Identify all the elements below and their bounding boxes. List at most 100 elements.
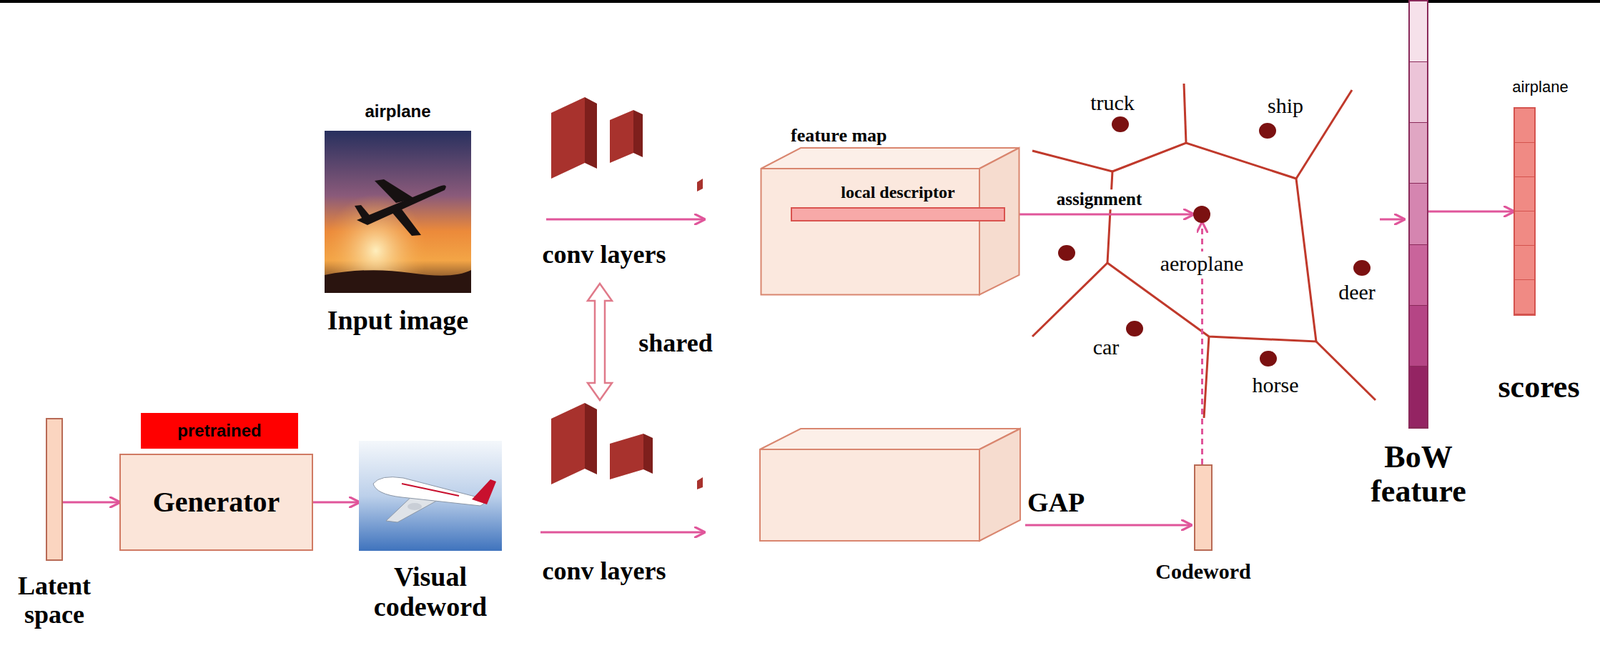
bar-segment xyxy=(1409,366,1427,428)
bar-segment xyxy=(1514,142,1535,178)
sunset-photo xyxy=(324,130,472,294)
voronoi-edge xyxy=(1032,263,1108,337)
diagram-label: ship xyxy=(1267,93,1304,118)
bar-segment xyxy=(1514,177,1535,212)
node-text: Input image xyxy=(327,305,469,337)
connector xyxy=(1428,210,1514,214)
latent-vector: Latent space xyxy=(45,418,63,562)
node-text: BoW feature xyxy=(1350,440,1487,510)
node-text: pretrained xyxy=(177,421,261,441)
diagram-label: truck xyxy=(1090,90,1135,115)
bar-segment xyxy=(1514,245,1535,281)
node-text: feature map xyxy=(790,125,888,147)
voronoi-edge xyxy=(1316,341,1376,401)
conv-slab xyxy=(697,477,703,490)
visual-codeword-image: Visual codeword xyxy=(358,441,502,552)
box-top xyxy=(759,428,1021,450)
local-descriptor-bar: local descriptor xyxy=(790,207,1006,222)
conv-slab-side xyxy=(584,403,597,475)
node-text: Generator xyxy=(152,486,281,519)
box-front xyxy=(761,168,981,296)
node-text: airplane xyxy=(1512,78,1568,96)
bar-segment xyxy=(1514,211,1535,246)
bar-segment xyxy=(1409,183,1427,245)
node-text: aeroplane xyxy=(1158,251,1247,276)
ground xyxy=(324,270,472,294)
bar-segment xyxy=(1409,1,1427,63)
conv-slab xyxy=(609,110,634,164)
engine xyxy=(407,503,422,511)
score-bar: airplanescores xyxy=(1513,107,1536,316)
sky xyxy=(358,441,502,552)
voronoi-cell xyxy=(1107,142,1317,342)
top-rule xyxy=(0,0,1600,3)
wing xyxy=(374,179,415,204)
voronoi-edge xyxy=(1032,150,1113,172)
conv-slab-side xyxy=(584,97,597,169)
centre-dot xyxy=(1353,260,1371,276)
node-text: Latent space xyxy=(4,572,105,630)
bow-feature-bar: BoW feature xyxy=(1408,0,1429,429)
edge-label: assignment xyxy=(1054,189,1144,210)
bar-segment xyxy=(1514,280,1535,315)
flow-arrow xyxy=(1379,218,1405,221)
connector xyxy=(62,501,120,505)
livery xyxy=(401,484,459,497)
centre-dot xyxy=(1259,351,1277,367)
node-text: airplane xyxy=(364,102,431,121)
connector xyxy=(313,501,359,505)
conv-slab xyxy=(551,403,585,485)
sky xyxy=(324,130,472,294)
voronoi-edge xyxy=(1183,83,1187,143)
wing xyxy=(391,209,422,236)
bar-segment xyxy=(1409,62,1427,123)
bar-segment xyxy=(1409,245,1427,306)
diagram-label: car xyxy=(1093,335,1120,359)
voronoi-cells xyxy=(1032,83,1376,419)
centre-dot xyxy=(1111,116,1129,133)
node-text: scores xyxy=(1497,370,1580,405)
fuselage xyxy=(373,477,485,507)
diagram-label: shared xyxy=(638,329,713,359)
voronoi-edge xyxy=(1296,90,1352,179)
box-front xyxy=(759,449,980,542)
node-text: Codeword xyxy=(1155,559,1251,584)
conv-slab xyxy=(551,97,585,179)
node-text: local descriptor xyxy=(840,183,955,202)
bar-segment xyxy=(1514,108,1535,143)
codeword-vector: Codeword xyxy=(1193,464,1213,552)
conv-layers-bottom xyxy=(551,403,703,490)
feature-box-bottom xyxy=(759,428,1021,542)
centre-dot xyxy=(1258,122,1277,139)
diagram-label: deer xyxy=(1338,280,1376,304)
conv-slab-side xyxy=(633,110,643,158)
pretrained-tag: pretrained xyxy=(140,413,299,449)
generator-box: Generator xyxy=(119,453,314,552)
centre-dot xyxy=(1058,245,1076,261)
codeword-dot: aeroplane xyxy=(1193,205,1211,224)
conv-slab xyxy=(697,178,703,192)
plane-silhouette xyxy=(354,179,447,236)
diagram-label: conv layers xyxy=(542,240,667,270)
box-top xyxy=(761,147,1020,169)
bar-segment xyxy=(1409,305,1427,367)
tail xyxy=(354,205,372,222)
box-side xyxy=(979,428,1021,542)
centre-dot xyxy=(1126,321,1144,337)
generated-plane-photo xyxy=(358,441,502,552)
conv-slab-side xyxy=(643,433,653,474)
connector xyxy=(1005,213,1194,216)
diagram-label: conv layers xyxy=(542,557,667,587)
shared-double-arrow xyxy=(587,283,612,401)
conv-layers-top xyxy=(551,97,703,192)
feature-map: feature map local descriptor xyxy=(759,122,1021,296)
bar-segment xyxy=(1409,122,1427,184)
voronoi-edge xyxy=(1203,336,1209,419)
gap-arrow xyxy=(1025,524,1192,527)
node-text: Visual codeword xyxy=(344,562,517,623)
sun-glow xyxy=(324,130,472,294)
diagram-label: GAP xyxy=(1027,488,1085,519)
flow-arrow xyxy=(546,218,705,221)
tail xyxy=(471,479,497,505)
